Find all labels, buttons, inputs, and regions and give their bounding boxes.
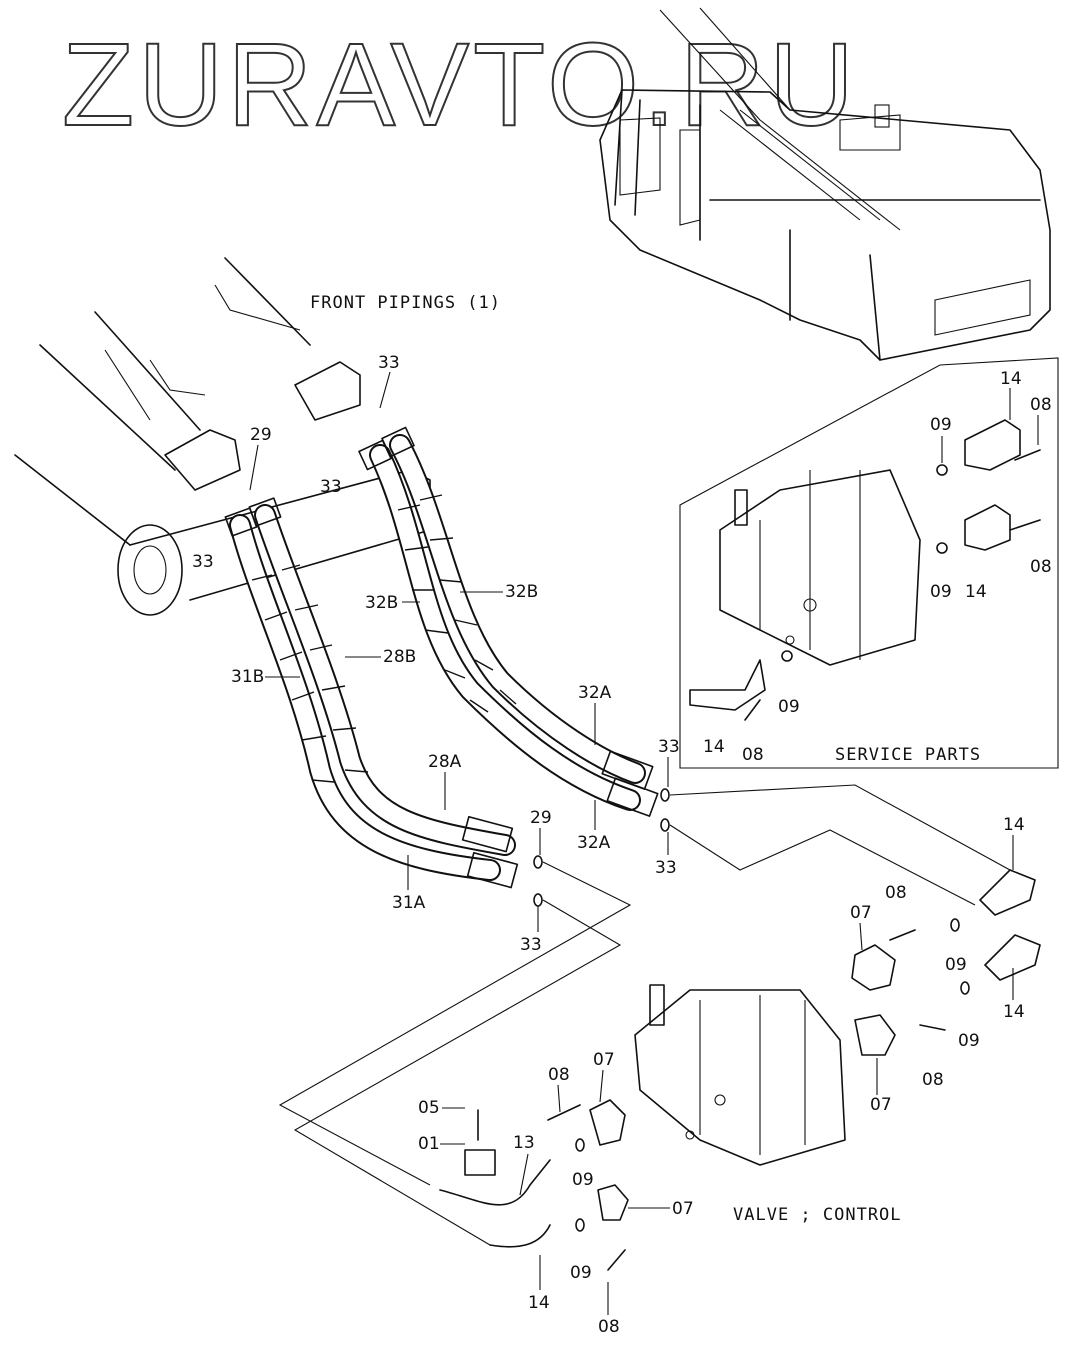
label-08: 08 (598, 1317, 620, 1337)
label-09: 09 (572, 1170, 594, 1190)
label-09: 09 (930, 582, 952, 602)
part-labels: 33 33 33 33 33 33 29 29 32B 32B 28B 31B … (192, 353, 1052, 1337)
label-32b: 32B (365, 593, 398, 613)
label-08: 08 (885, 883, 907, 903)
label-08: 08 (1030, 557, 1052, 577)
label-32a: 32A (577, 833, 611, 853)
label-32b: 32B (505, 582, 538, 602)
o-rings (533, 788, 970, 1232)
label-14: 14 (965, 582, 987, 602)
label-08: 08 (922, 1070, 944, 1090)
label-09: 09 (778, 697, 800, 717)
label-08: 08 (742, 745, 764, 765)
label-31a: 31A (392, 893, 426, 913)
label-28b: 28B (383, 647, 416, 667)
label-01: 01 (418, 1134, 440, 1154)
label-09: 09 (958, 1031, 980, 1051)
label-33: 33 (378, 353, 400, 373)
label-33: 33 (520, 935, 542, 955)
label-31b: 31B (231, 667, 264, 687)
label-14: 14 (1003, 815, 1025, 835)
label-14: 14 (1000, 369, 1022, 389)
control-valve (439, 869, 1041, 1271)
hose-set (224, 426, 659, 889)
label-14: 14 (703, 737, 725, 757)
label-07: 07 (593, 1050, 615, 1070)
label-13: 13 (513, 1133, 535, 1153)
label-07: 07 (672, 1199, 694, 1219)
label-29: 29 (250, 425, 272, 445)
label-07: 07 (850, 903, 872, 923)
boom-illustration (14, 257, 431, 616)
label-29: 29 (530, 808, 552, 828)
label-14: 14 (528, 1293, 550, 1313)
watermark: ZURAVTO.RU (62, 19, 858, 151)
leader-lines (249, 371, 1039, 1315)
label-32a: 32A (578, 683, 612, 703)
label-09: 09 (945, 955, 967, 975)
connection-lines (278, 784, 1011, 1246)
label-33: 33 (655, 858, 677, 878)
label-28a: 28A (428, 752, 462, 772)
title-valve-control: VALVE ; CONTROL (733, 1205, 902, 1225)
title-service-parts: SERVICE PARTS (835, 745, 981, 765)
label-33: 33 (192, 552, 214, 572)
label-08: 08 (548, 1065, 570, 1085)
label-08: 08 (1030, 395, 1052, 415)
label-09: 09 (930, 415, 952, 435)
title-front-pipings: FRONT PIPINGS (1) (310, 293, 501, 313)
label-14: 14 (1003, 1002, 1025, 1022)
label-07: 07 (870, 1095, 892, 1115)
label-33: 33 (320, 477, 342, 497)
excavator-illustration (599, 7, 1051, 361)
label-09: 09 (570, 1263, 592, 1283)
label-33: 33 (658, 737, 680, 757)
label-05: 05 (418, 1098, 440, 1118)
service-parts-panel (679, 357, 1059, 769)
